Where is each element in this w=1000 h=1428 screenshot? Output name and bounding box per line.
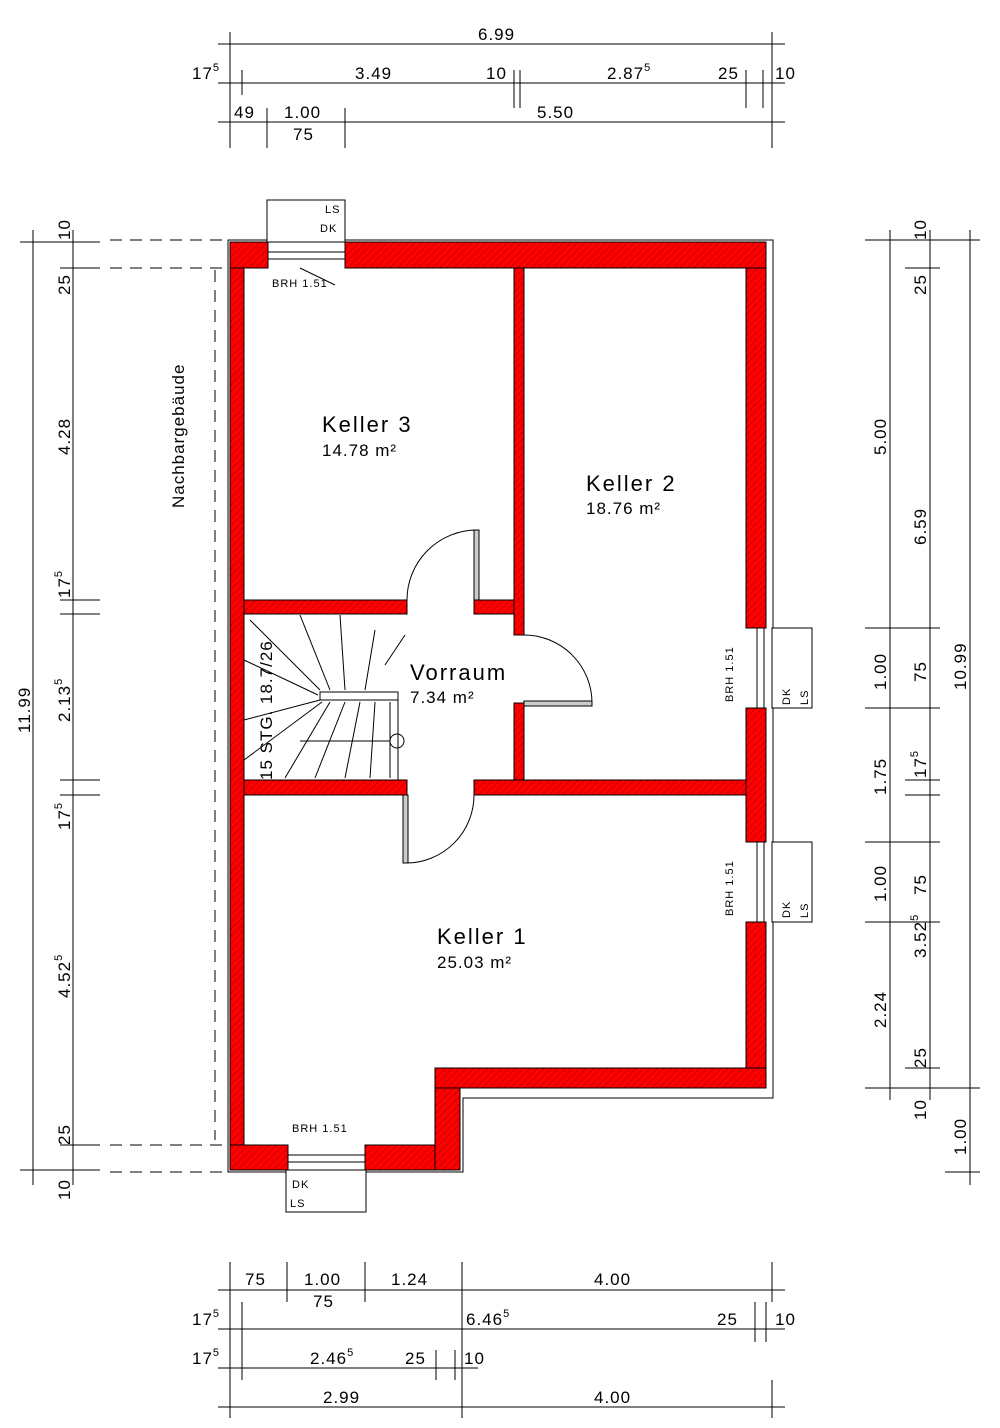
svg-text:5.00: 5.00 <box>871 418 890 455</box>
svg-text:175: 175 <box>192 1347 220 1368</box>
window-right-lower: DK LS BRH 1.51 <box>724 841 813 923</box>
room-keller3-area: 14.78 m² <box>322 441 397 460</box>
svg-text:175: 175 <box>192 62 220 83</box>
svg-text:1.00: 1.00 <box>871 865 890 902</box>
window-right-upper: DK LS BRH 1.51 <box>724 627 813 709</box>
svg-text:LS: LS <box>325 204 340 216</box>
svg-text:DK: DK <box>781 901 793 918</box>
dims-bottom: 75 1.00 75 1.24 4.00 175 6.465 25 10 175… <box>192 1270 796 1407</box>
svg-text:25: 25 <box>55 1124 74 1145</box>
svg-text:DK: DK <box>320 223 337 235</box>
stairs-label: 15 STG. 18.7/26 <box>257 640 276 780</box>
svg-text:25: 25 <box>717 1310 738 1329</box>
svg-text:25: 25 <box>718 64 739 83</box>
svg-text:25: 25 <box>55 274 74 295</box>
svg-text:175: 175 <box>192 1308 220 1329</box>
svg-text:75: 75 <box>313 1292 334 1311</box>
svg-text:2.875: 2.875 <box>607 62 651 83</box>
svg-text:25: 25 <box>911 274 930 295</box>
svg-text:BRH 1.51: BRH 1.51 <box>724 860 736 916</box>
svg-text:25: 25 <box>405 1349 426 1368</box>
svg-text:4.00: 4.00 <box>594 1270 631 1289</box>
svg-text:DK: DK <box>781 688 793 705</box>
dims-right: 5.00 1.00 1.75 1.00 2.24 10 25 6.59 75 1… <box>871 219 970 1155</box>
svg-text:10: 10 <box>775 64 796 83</box>
room-keller1-name: Keller 1 <box>437 924 528 949</box>
window-top: LS DK BRH 1.51 <box>266 199 346 290</box>
walls <box>229 241 767 1171</box>
svg-text:10: 10 <box>55 219 74 240</box>
svg-text:6.99: 6.99 <box>478 25 515 44</box>
svg-text:4.00: 4.00 <box>594 1388 631 1407</box>
room-keller3-name: Keller 3 <box>322 412 413 437</box>
svg-text:3.49: 3.49 <box>355 64 392 83</box>
insulation-outline <box>227 239 774 1173</box>
svg-text:2.24: 2.24 <box>871 991 890 1028</box>
svg-text:4.28: 4.28 <box>55 418 74 455</box>
svg-text:10: 10 <box>55 1179 74 1200</box>
svg-text:10: 10 <box>486 64 507 83</box>
svg-text:1.75: 1.75 <box>871 758 890 795</box>
room-keller2-name: Keller 2 <box>586 471 677 496</box>
svg-text:75: 75 <box>245 1270 266 1289</box>
svg-text:49: 49 <box>234 103 255 122</box>
svg-text:DK: DK <box>292 1179 309 1191</box>
svg-text:75: 75 <box>293 125 314 144</box>
svg-text:1.00: 1.00 <box>284 103 321 122</box>
room-keller2-area: 18.76 m² <box>586 499 661 518</box>
dims-left: 11.99 10 25 4.28 175 2.135 175 4.525 25 … <box>15 219 74 1200</box>
doors <box>402 529 593 864</box>
svg-text:175: 175 <box>53 802 74 830</box>
svg-text:1.00: 1.00 <box>951 1118 970 1155</box>
svg-text:25: 25 <box>911 1047 930 1068</box>
room-vorraum-area: 7.34 m² <box>410 688 475 707</box>
svg-text:2.135: 2.135 <box>53 678 74 722</box>
neighbour-building-outline <box>110 239 228 1173</box>
window-bottom: DK LS BRH 1.51 <box>285 1123 367 1213</box>
svg-text:1.24: 1.24 <box>391 1270 428 1289</box>
svg-text:175: 175 <box>909 750 930 778</box>
svg-text:6.59: 6.59 <box>911 508 930 545</box>
dims-top: 6.99 175 3.49 10 2.875 25 10 49 1.00 75 … <box>192 25 796 144</box>
dimension-lines <box>20 32 980 1418</box>
svg-text:3.525: 3.525 <box>909 914 930 958</box>
svg-text:175: 175 <box>53 570 74 598</box>
svg-text:2.465: 2.465 <box>310 1347 354 1368</box>
svg-text:75: 75 <box>911 661 930 682</box>
room-keller1-area: 25.03 m² <box>437 953 512 972</box>
svg-text:10: 10 <box>911 219 930 240</box>
room-vorraum-name: Vorraum <box>410 660 507 685</box>
staircase <box>243 614 406 780</box>
svg-text:11.99: 11.99 <box>15 687 34 733</box>
svg-text:1.00: 1.00 <box>871 653 890 690</box>
svg-text:75: 75 <box>911 874 930 895</box>
svg-text:1.00: 1.00 <box>304 1270 341 1289</box>
svg-text:LS: LS <box>290 1198 305 1210</box>
svg-text:10: 10 <box>775 1310 796 1329</box>
svg-text:5.50: 5.50 <box>537 103 574 122</box>
svg-text:10: 10 <box>911 1099 930 1120</box>
svg-text:2.99: 2.99 <box>323 1388 360 1407</box>
svg-text:BRH 1.51: BRH 1.51 <box>272 278 328 290</box>
svg-text:LS: LS <box>799 903 811 918</box>
svg-text:10.99: 10.99 <box>951 642 970 690</box>
svg-text:6.465: 6.465 <box>466 1308 510 1329</box>
svg-text:BRH 1.51: BRH 1.51 <box>724 646 736 702</box>
neighbour-label: Nachbargebäude <box>169 364 188 508</box>
svg-text:10: 10 <box>464 1349 485 1368</box>
svg-text:4.525: 4.525 <box>53 954 74 998</box>
svg-text:LS: LS <box>799 690 811 705</box>
svg-text:BRH 1.51: BRH 1.51 <box>292 1123 348 1135</box>
